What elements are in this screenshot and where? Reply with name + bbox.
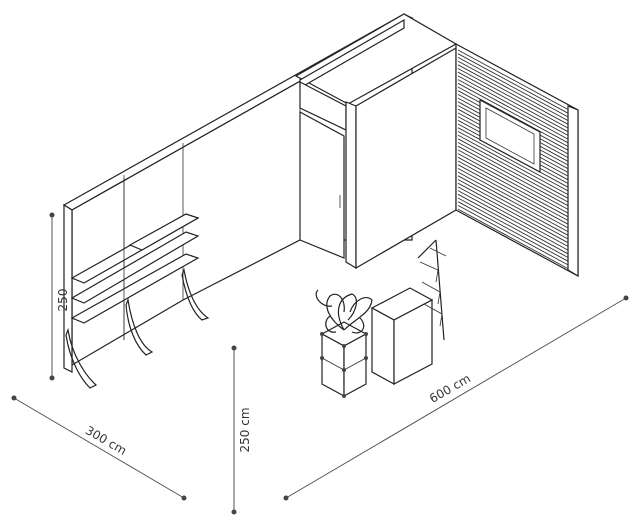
slat-line [457, 156, 569, 218]
slat-line [457, 197, 569, 258]
slat-line [457, 75, 569, 136]
height-label-left: 250 [56, 289, 70, 312]
dimension-left-height: 250 [49, 212, 70, 381]
slat-line [457, 82, 569, 144]
slat-line [457, 138, 569, 199]
width-label: 600 cm [427, 371, 473, 406]
slat-line [457, 186, 569, 247]
plant [315, 289, 373, 334]
slat-line [457, 205, 569, 266]
slat-line [457, 160, 569, 221]
slat-line [457, 71, 569, 133]
slat-line [457, 149, 569, 210]
slat-line [457, 171, 569, 233]
slat-line [457, 53, 569, 114]
counter [370, 287, 434, 386]
slat-line [457, 60, 569, 122]
dimension-front-height: 250 cm [231, 345, 252, 515]
height-label-front: 250 cm [238, 407, 252, 452]
slat-line [457, 175, 569, 236]
storage-room [294, 13, 458, 270]
slat-line [457, 190, 569, 251]
slat-line [457, 68, 569, 129]
slat-line [457, 164, 569, 225]
slat-line [457, 57, 569, 118]
slat-line [457, 153, 569, 214]
dimension-depth: 300 cm [11, 395, 187, 501]
slat-line [457, 49, 569, 110]
slat-line [457, 64, 569, 125]
slat-line [457, 145, 569, 207]
slat-line [457, 182, 569, 244]
slat-line [457, 208, 569, 270]
plant-pedestal [320, 321, 368, 398]
brochure-stand [417, 239, 447, 341]
slat-line [457, 201, 569, 262]
slat-line [457, 142, 569, 203]
slat-line [457, 134, 569, 196]
slat-line [457, 179, 569, 240]
slat-wall [455, 42, 579, 278]
slat-line [457, 79, 569, 140]
slat-line [457, 131, 569, 192]
slat-line [457, 193, 569, 255]
shelving-unit [65, 178, 210, 389]
slat-line [457, 86, 569, 147]
slat-line [457, 168, 569, 229]
